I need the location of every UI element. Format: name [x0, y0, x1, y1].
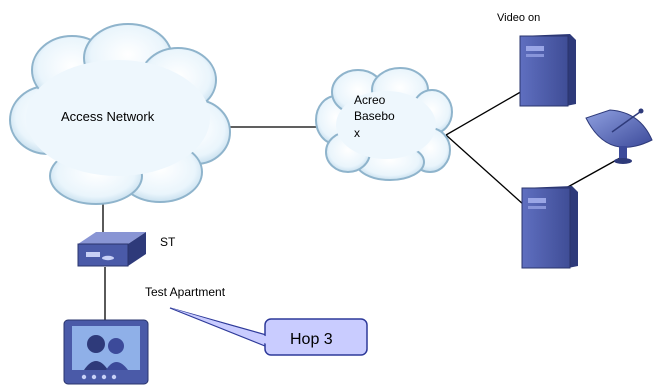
access-network-cloud: [9, 23, 231, 205]
link-server-dish: [565, 157, 621, 189]
tv-icon: [63, 319, 149, 385]
hop-callout: [169, 307, 368, 356]
acreo-label-line2: Basebo: [354, 109, 395, 123]
acreo-basebox-cloud: [315, 67, 453, 181]
connection-lines: [102, 89, 621, 320]
link-acreo-server-top: [445, 89, 525, 136]
satellite-dish-icon: [585, 108, 653, 164]
video-on-label: Video on: [497, 12, 540, 24]
access-network-label: Access Network: [61, 109, 155, 124]
acreo-label-line3: x: [354, 126, 360, 140]
test-apartment-label: Test Apartment: [145, 285, 226, 299]
link-acreo-server-bottom: [445, 134, 525, 206]
set-top-box-icon: [77, 232, 146, 267]
server-tower-icon: [519, 34, 576, 107]
server-tower-icon: [521, 186, 578, 269]
hop-label: Hop 3: [290, 331, 333, 348]
st-label: ST: [160, 235, 176, 249]
acreo-label-line1: Acreo: [354, 93, 386, 107]
